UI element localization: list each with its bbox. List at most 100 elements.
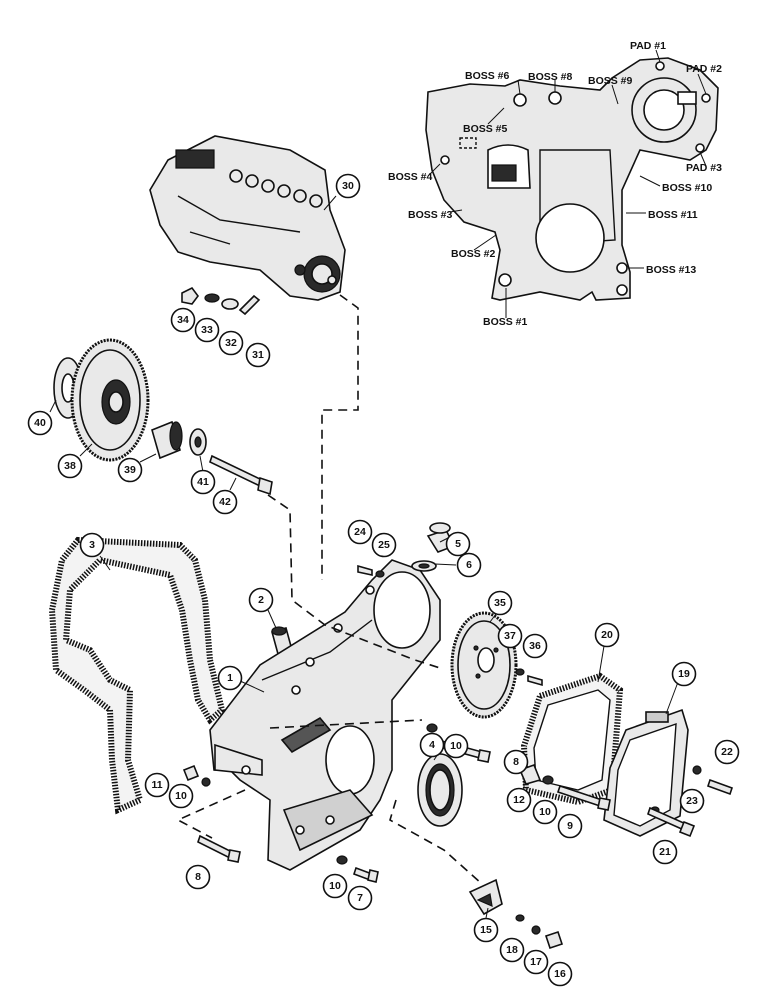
callout-16: 16 bbox=[547, 961, 573, 987]
cover-plate-gasket bbox=[520, 672, 624, 806]
callouts: 30 34 33 32 31 40 38 39 41 42 3 2 1 24 2… bbox=[27, 173, 740, 987]
callout-37: 37 bbox=[497, 623, 523, 649]
cover-label-leaders bbox=[427, 49, 707, 318]
callout-10-left: 10 bbox=[168, 783, 194, 809]
callout-34: 34 bbox=[170, 307, 196, 333]
svg-text:3: 3 bbox=[89, 539, 95, 551]
callout-18: 18 bbox=[499, 937, 525, 963]
svg-text:17: 17 bbox=[530, 956, 542, 968]
callout-20: 20 bbox=[594, 622, 620, 648]
callout-3: 3 bbox=[79, 532, 105, 558]
callout-38: 38 bbox=[57, 453, 83, 479]
svg-text:4: 4 bbox=[429, 739, 435, 751]
cover-plate bbox=[603, 708, 689, 837]
svg-text:35: 35 bbox=[494, 597, 506, 609]
svg-text:31: 31 bbox=[252, 349, 264, 361]
pointer-bracket bbox=[468, 878, 564, 950]
svg-text:20: 20 bbox=[601, 629, 613, 641]
callout-22: 22 bbox=[714, 739, 740, 765]
boss-10-label: BOSS #10 bbox=[662, 182, 712, 194]
svg-text:12: 12 bbox=[513, 794, 525, 806]
pad-1-label: PAD #1 bbox=[630, 40, 666, 52]
callout-12: 12 bbox=[506, 787, 532, 813]
svg-text:22: 22 bbox=[721, 746, 733, 758]
gear-retaining-hardware bbox=[515, 668, 543, 687]
callout-24: 24 bbox=[347, 519, 373, 545]
svg-text:41: 41 bbox=[197, 476, 209, 488]
svg-text:7: 7 bbox=[357, 892, 363, 904]
pump-fasteners bbox=[181, 286, 261, 316]
svg-text:16: 16 bbox=[554, 968, 566, 980]
boss-13-label: BOSS #13 bbox=[646, 264, 696, 276]
pad-2-label: PAD #2 bbox=[686, 63, 722, 75]
callout-30: 30 bbox=[335, 173, 361, 199]
boss-1-label: BOSS #1 bbox=[483, 316, 528, 328]
boss-5-label: BOSS #5 bbox=[463, 123, 508, 135]
svg-text:25: 25 bbox=[378, 539, 390, 551]
svg-text:40: 40 bbox=[34, 417, 46, 429]
svg-text:32: 32 bbox=[225, 337, 237, 349]
timing-cover-gasket bbox=[48, 536, 226, 815]
boss-8-label: BOSS #8 bbox=[528, 71, 573, 83]
svg-text:33: 33 bbox=[201, 324, 213, 336]
callout-41: 41 bbox=[190, 469, 216, 495]
svg-text:10: 10 bbox=[175, 790, 187, 802]
svg-text:18: 18 bbox=[506, 944, 518, 956]
callout-10-upper: 10 bbox=[443, 733, 469, 759]
svg-text:2: 2 bbox=[258, 594, 264, 606]
timing-gear-housing bbox=[209, 559, 441, 871]
callout-25: 25 bbox=[371, 532, 397, 558]
callout-7: 7 bbox=[347, 885, 373, 911]
boss-4-label: BOSS #4 bbox=[388, 171, 433, 183]
svg-text:10: 10 bbox=[539, 806, 551, 818]
svg-text:1: 1 bbox=[227, 672, 233, 684]
callout-17: 17 bbox=[523, 949, 549, 975]
callout-1: 1 bbox=[217, 665, 243, 691]
svg-text:23: 23 bbox=[686, 795, 698, 807]
callout-11: 11 bbox=[144, 772, 170, 798]
callout-33: 33 bbox=[194, 317, 220, 343]
left-housing-fasteners bbox=[182, 764, 211, 787]
boss-9-label: BOSS #9 bbox=[588, 75, 633, 87]
cover-labels: PAD #1 PAD #2 PAD #3 BOSS #1 BOSS #2 BOS… bbox=[388, 40, 722, 328]
callout-36: 36 bbox=[522, 633, 548, 659]
boss-2-label: BOSS #2 bbox=[451, 248, 496, 260]
svg-text:5: 5 bbox=[455, 538, 461, 550]
callout-10-lower: 10 bbox=[322, 873, 348, 899]
idler-gear-assembly bbox=[53, 338, 273, 496]
svg-text:42: 42 bbox=[219, 496, 231, 508]
injection-pump bbox=[149, 135, 346, 301]
callout-23: 23 bbox=[679, 788, 705, 814]
callout-8-lower: 8 bbox=[185, 864, 211, 890]
callout-35: 35 bbox=[487, 590, 513, 616]
svg-text:21: 21 bbox=[659, 846, 671, 858]
callout-9: 9 bbox=[557, 813, 583, 839]
boss-6-label: BOSS #6 bbox=[465, 70, 510, 82]
svg-text:38: 38 bbox=[64, 460, 76, 472]
svg-text:10: 10 bbox=[450, 740, 462, 752]
callout-10-right: 10 bbox=[532, 799, 558, 825]
callout-42: 42 bbox=[212, 489, 238, 515]
callout-40: 40 bbox=[27, 410, 53, 436]
callout-4: 4 bbox=[419, 732, 445, 758]
svg-text:6: 6 bbox=[466, 559, 472, 571]
callout-2: 2 bbox=[248, 587, 274, 613]
svg-text:39: 39 bbox=[124, 464, 136, 476]
pad-3-label: PAD #3 bbox=[686, 162, 722, 174]
boss-3-label: BOSS #3 bbox=[408, 209, 453, 221]
front-cover-reference-view bbox=[425, 57, 719, 301]
svg-text:24: 24 bbox=[354, 526, 366, 538]
pump-drive-gear bbox=[450, 611, 518, 719]
callout-21: 21 bbox=[652, 839, 678, 865]
svg-text:36: 36 bbox=[529, 640, 541, 652]
callout-5: 5 bbox=[445, 531, 471, 557]
callout-39: 39 bbox=[117, 457, 143, 483]
svg-text:8: 8 bbox=[195, 871, 201, 883]
callout-31: 31 bbox=[245, 342, 271, 368]
svg-text:10: 10 bbox=[329, 880, 341, 892]
bottom-housing-fasteners bbox=[197, 834, 379, 883]
oil-seal bbox=[417, 753, 463, 827]
boss-11-label: BOSS #11 bbox=[648, 209, 698, 221]
